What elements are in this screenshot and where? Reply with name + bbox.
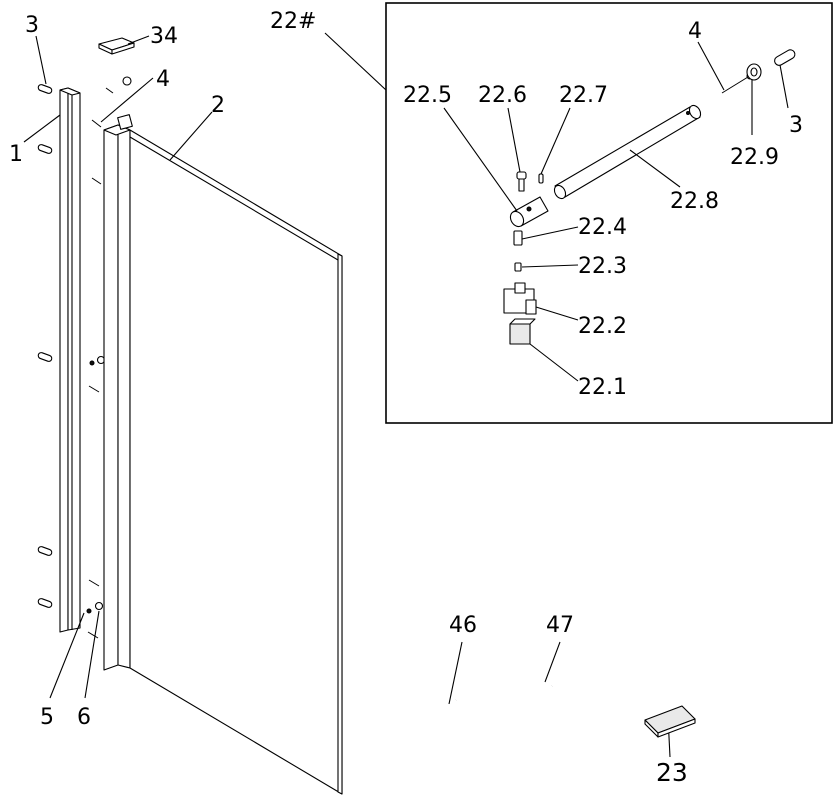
label-47: 47 [546,613,574,638]
connector-22-5 [509,196,549,228]
plug-3-detail [774,49,796,66]
screws-4 [87,87,114,639]
label-22-5: 22.5 [403,83,452,108]
label-3-left: 3 [25,13,39,38]
label-22-8: 22.8 [670,189,719,214]
part-22-3 [514,262,522,272]
hex-key-46 [440,699,457,718]
top-cap-34 [98,37,135,55]
label-3-right: 3 [789,113,803,138]
label-46: 46 [449,613,477,638]
bracket-22-2 [503,282,537,315]
label-4-right: 4 [688,19,702,44]
label-22-6: 22.6 [478,83,527,108]
label-22: 22# [270,9,316,34]
detail-box-22 [385,2,833,424]
rod-22-8 [553,104,702,200]
wall-profile-1 [59,87,81,633]
glass-panel-2 [129,129,343,795]
label-22-7: 22.7 [559,83,608,108]
label-1: 1 [9,142,23,167]
door-profile [103,114,133,671]
wall-plugs-3 [37,84,53,608]
label-2: 2 [211,93,225,118]
label-22-9: 22.9 [730,145,779,170]
leader-22 [324,32,387,91]
label-5: 5 [40,705,54,730]
label-22-2: 22.2 [578,314,627,339]
leader-lines [23,35,789,758]
hex-key-47 [525,684,554,722]
gasket-22-1 [509,318,536,345]
pad-23 [644,705,696,738]
part-22-4 [513,230,523,246]
label-34: 34 [150,24,178,49]
label-22-4: 22.4 [578,215,627,240]
label-23: 23 [656,758,688,787]
label-22-3: 22.3 [578,254,627,279]
label-22-1: 22.1 [578,375,627,400]
pin-22-7 [538,173,544,184]
label-6: 6 [77,705,91,730]
screw-22-6 [516,171,527,192]
label-4-left: 4 [156,67,170,92]
washer-22-9 [746,63,762,81]
